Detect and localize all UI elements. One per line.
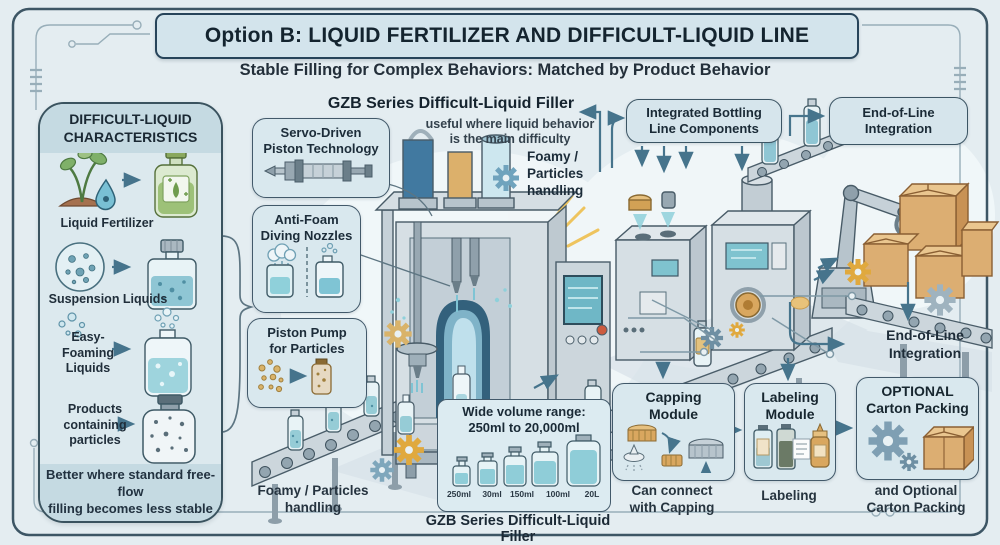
anti-foam-bottles-icon — [265, 243, 344, 298]
bottle-size-label: 100ml — [545, 489, 571, 499]
panel-brace — [220, 235, 255, 433]
title-banner: Option B: LIQUID FERTILIZER AND DIFFICUL… — [155, 13, 859, 59]
feature-box-pistonpump: Piston Pump for Particles — [247, 318, 367, 408]
handling-label-top: Foamy / Particles handling — [527, 149, 584, 198]
gzb-caption: GZB Series Difficult-Liquid Filler — [425, 513, 611, 545]
feature-box-antifoam: Anti-Foam Diving Nozzles — [252, 205, 361, 313]
panel-icons — [55, 139, 198, 464]
module-caption: and Optional Carton Packing — [866, 483, 966, 515]
panel-footer: Better where standard free-flow filling … — [40, 464, 221, 521]
flow-traces — [628, 291, 857, 359]
droplet-icon — [95, 178, 116, 211]
foaming-bottle-icon — [144, 307, 192, 397]
integrated-bottling-box: Integrated Bottling Line Components — [626, 99, 782, 143]
module-title: Labeling Module — [761, 389, 819, 422]
gear-carton-icon — [862, 417, 974, 471]
volume-range-box: Wide volume range: 250ml to 20,000ml 250… — [437, 399, 611, 512]
bottle-size-label: 20L — [584, 489, 600, 499]
module-caption: Labeling — [761, 488, 817, 503]
piston-icon — [263, 159, 373, 183]
particle-dots-icon — [258, 358, 332, 395]
panel-item-label: Liquid Fertilizer — [60, 216, 154, 230]
volume-bottles-icon — [452, 434, 601, 487]
panel-item-label: Easy- Foaming Liquids — [61, 330, 115, 376]
difficult-liquid-panel: DIFFICULT-LIQUID CHARACTERISTICS Liquid … — [38, 102, 223, 523]
packing-conveyor — [845, 295, 993, 388]
end-of-line-label: End-of-Line Integration — [886, 327, 964, 361]
feature-label: Piston Pump for Particles — [267, 325, 347, 356]
labeling-module-box: Labeling Module — [744, 383, 836, 481]
foam-bubbles-icon — [58, 312, 86, 338]
bottle-size-label: 250ml — [446, 489, 472, 499]
suspension-bottle-icon — [147, 239, 197, 310]
bottle-caps-icon — [623, 424, 723, 473]
feature-box-servo: Servo-Driven Piston Technology — [252, 118, 390, 198]
gzb-note: useful where liquid behavior is the main… — [425, 117, 595, 146]
labeling-machine — [693, 174, 812, 367]
feature-label: Servo-Driven Piston Technology — [263, 125, 379, 156]
panel-header: DIFFICULT-LIQUID CHARACTERISTICS — [40, 104, 221, 153]
bottle-size-label: 30ml — [482, 489, 502, 499]
particle-bottle-icon — [142, 394, 196, 464]
module-title: Capping Module — [645, 389, 702, 422]
panel-item-label: Suspension Liquids — [48, 292, 168, 306]
module-caption: Can connect with Capping — [629, 483, 715, 515]
module-title: OPTIONAL Carton Packing — [866, 383, 969, 416]
bottle-size-label: 150ml — [509, 489, 535, 499]
carton-boxes — [862, 182, 1000, 299]
end-of-line-box: End-of-Line Integration — [829, 97, 968, 145]
volume-title: Wide volume range: 250ml to 20,000ml — [462, 404, 586, 435]
fertilizer-bottle-icon — [154, 147, 198, 218]
capping-module-box: Capping Module — [612, 383, 735, 481]
page-title: Option B: LIQUID FERTILIZER AND DIFFICUL… — [204, 24, 810, 47]
handling-label-bottom: Foamy / Particles handling — [257, 483, 369, 515]
page-subtitle: Stable Filling for Complex Behaviors: Ma… — [239, 61, 771, 79]
suspension-particles-icon — [55, 242, 105, 292]
panel-item-label: Products containing particles — [63, 402, 127, 448]
gzb-heading: GZB Series Difficult-Liquid Filler — [327, 95, 575, 112]
feature-label: Anti-Foam Diving Nozzles — [260, 212, 353, 243]
labeled-bottles-icon — [753, 422, 830, 470]
feature-callout-lines — [357, 183, 451, 287]
connector-arrows — [278, 104, 916, 438]
optional-carton-box: OPTIONAL Carton Packing — [856, 377, 979, 480]
